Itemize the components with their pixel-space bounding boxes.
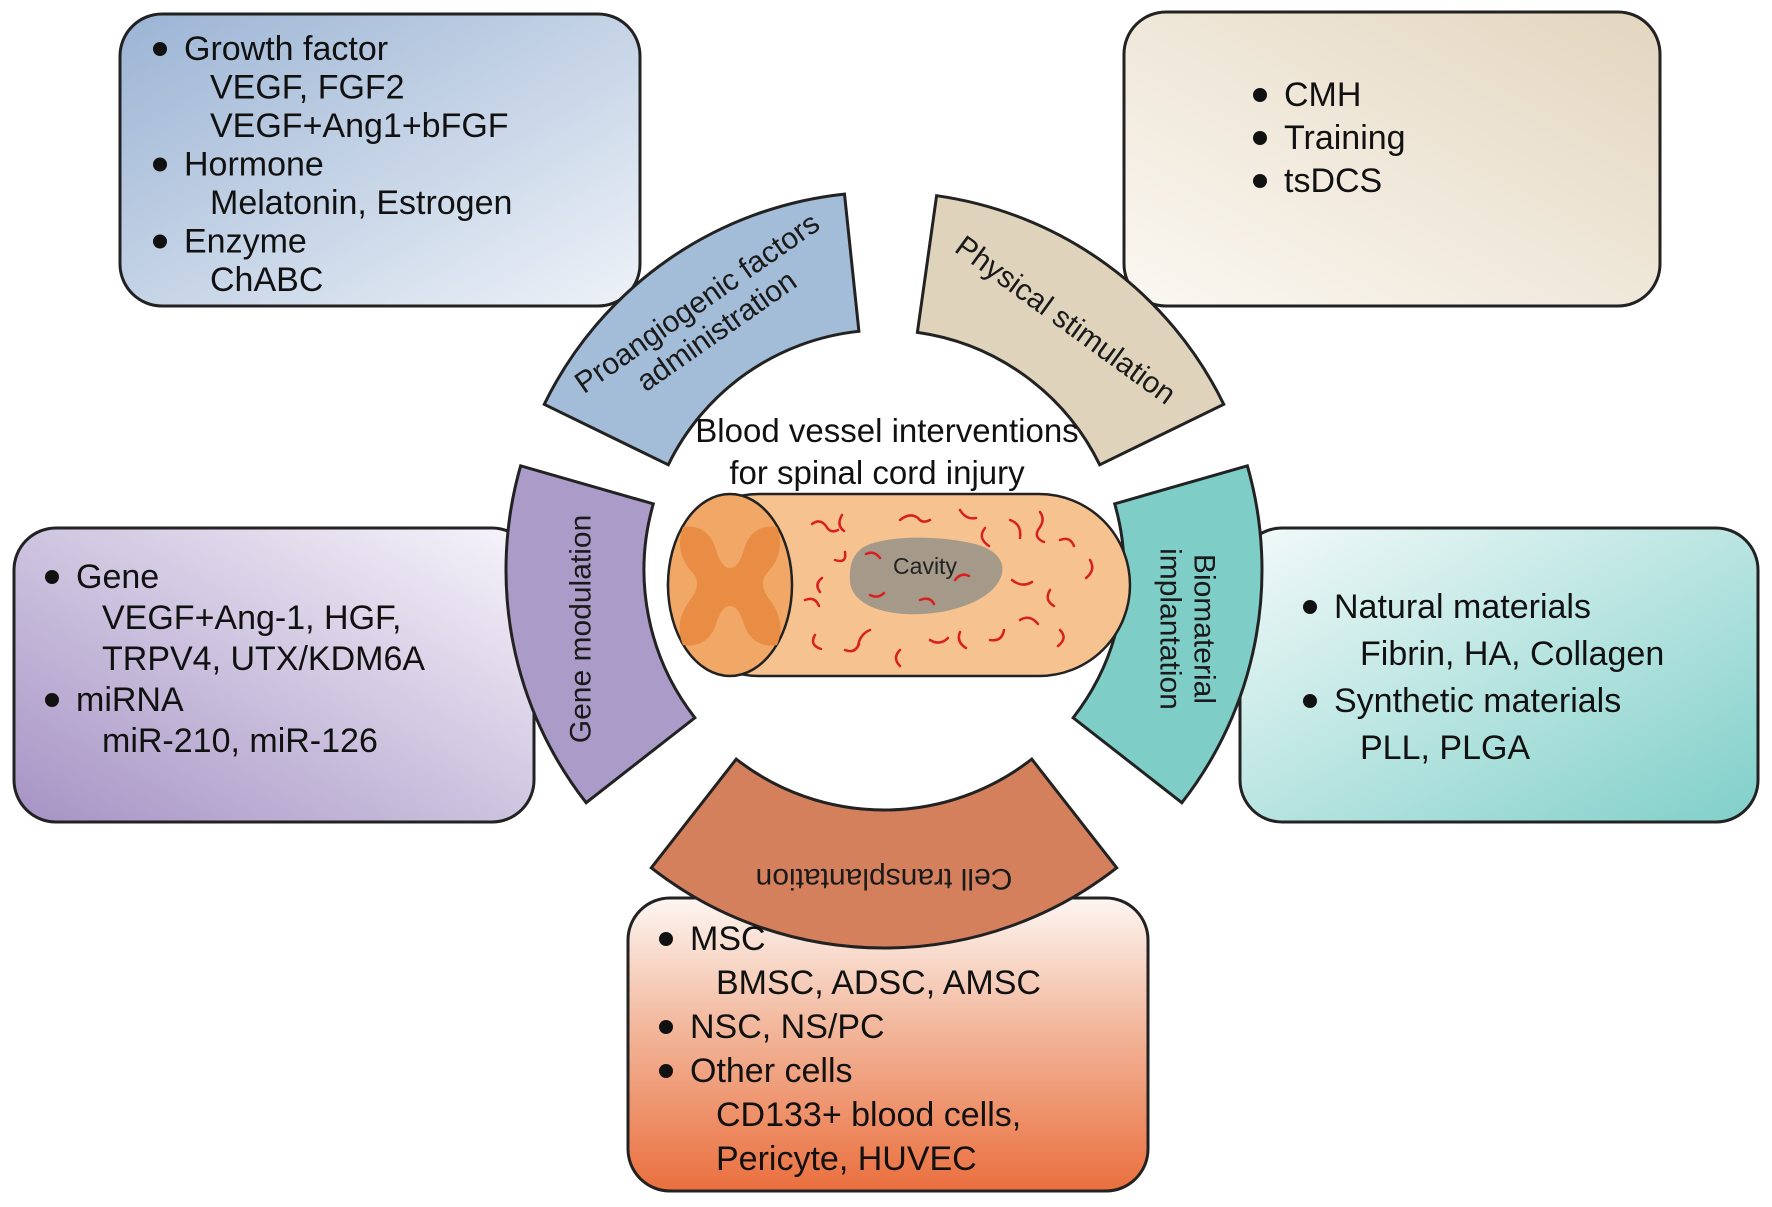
blood-vessel: [953, 573, 971, 582]
proangiogenic-box-line: Hormone: [184, 146, 324, 184]
blood-vessel: [1084, 558, 1094, 580]
cavity: [849, 537, 1003, 615]
biomaterial-bullet: [1303, 694, 1317, 708]
gene-bullet: [45, 693, 59, 707]
cell-box-line: CD133+ blood cells,: [716, 1096, 1021, 1134]
proangiogenic-box-line: Melatonin, Estrogen: [210, 184, 512, 222]
blood-vessel: [868, 591, 886, 598]
blood-vessels: [803, 508, 1094, 668]
blood-vessel: [838, 513, 846, 533]
cell-box-line: BMSC, ADSC, AMSC: [716, 964, 1041, 1002]
proangiogenic-box-line: Enzyme: [184, 223, 307, 261]
gene-segment: [504, 463, 697, 805]
biomaterial-bullet: [1303, 600, 1317, 614]
blood-vessel: [1018, 616, 1040, 626]
cell-box-line: MSC: [690, 920, 766, 958]
blood-vessel: [958, 508, 978, 520]
blood-vessel: [1010, 578, 1034, 586]
blood-vessel: [803, 597, 821, 608]
physical-bullet: [1253, 174, 1267, 188]
spinal-cord-illustration: Cavity: [666, 492, 1132, 678]
biomaterial-box-line: Fibrin, HA, Collagen: [1360, 635, 1664, 673]
cell-box-line: Pericyte, HUVEC: [716, 1140, 977, 1178]
physical-box-line: Training: [1284, 119, 1406, 157]
cell-segment: [649, 757, 1119, 950]
proangiogenic-segment: [542, 192, 861, 467]
proangiogenic-bullet: [153, 42, 167, 56]
blood-vessel: [1046, 588, 1056, 608]
cell-bullet: [659, 1064, 673, 1078]
cell-segment-label-line1: Cell transplantation: [756, 862, 1013, 895]
gene-box-line: miRNA: [76, 681, 184, 719]
gene-segment-label: Gene modulation: [565, 515, 598, 744]
blood-vessel: [894, 648, 902, 668]
blood-vessel: [918, 597, 936, 606]
blood-vessel: [810, 520, 840, 533]
blood-vessel: [1058, 537, 1076, 548]
gene-box-line: VEGF+Ang-1, HGF,: [102, 599, 402, 637]
cell-bullet: [659, 932, 673, 946]
blood-vessel: [1056, 628, 1065, 648]
physical-bullet: [1253, 131, 1267, 145]
blood-vessel: [811, 633, 823, 651]
proangiogenic-box-line: Growth factor: [184, 30, 388, 68]
gene-box-line: Gene: [76, 558, 159, 596]
blood-vessel: [864, 551, 882, 560]
blood-vessel: [898, 514, 932, 523]
biomaterial-box-line: PLL, PLGA: [1360, 729, 1530, 767]
proangiogenic-bullet: [153, 234, 167, 249]
biomaterial-box: [1238, 526, 1760, 824]
gene-box-line: miR-210, miR-126: [102, 722, 378, 760]
physical-box-line: tsDCS: [1284, 162, 1382, 200]
blood-vessel: [957, 630, 968, 650]
cell-segment-label: Cell transplantation: [756, 862, 1013, 895]
biomaterial-segment-label-line1: Biomaterial: [1187, 554, 1220, 704]
center-title-line2: for spinal cord injury: [729, 454, 1025, 491]
cell-box-line: Other cells: [690, 1052, 853, 1090]
physical-segment: [915, 193, 1226, 467]
center-title-line1: Blood vessel interventions: [695, 412, 1078, 449]
gene-segment-label-line1: Gene modulation: [565, 515, 598, 744]
blood-vessel: [1008, 518, 1022, 540]
blood-vessel: [980, 526, 991, 548]
proangiogenic-box-line: ChABC: [210, 261, 323, 299]
blood-vessel: [833, 550, 847, 563]
blood-vessel: [988, 628, 1006, 642]
grey-matter-butterfly: [679, 526, 781, 646]
gene-bullet: [45, 570, 59, 584]
proangiogenic-box-line: VEGF, FGF2: [210, 69, 405, 107]
biomaterial-box-line: Natural materials: [1334, 588, 1591, 626]
cell-bullet: [659, 1020, 673, 1034]
physical-bullet: [1253, 88, 1267, 102]
physical-box: [1122, 10, 1662, 308]
cell-box-line: NSC, NS/PC: [690, 1008, 885, 1046]
gene-box-line: TRPV4, UTX/KDM6A: [102, 640, 425, 678]
biomaterial-box-line: Synthetic materials: [1334, 682, 1621, 720]
biomaterial-segment-label-line2: implantation: [1153, 548, 1186, 710]
physical-box-line: CMH: [1284, 76, 1361, 114]
proangiogenic-box: [118, 12, 642, 308]
blood-vessel: [928, 636, 950, 644]
blood-vessel: [1035, 510, 1046, 544]
blood-vessel: [843, 642, 861, 653]
proangiogenic-bullet: [153, 157, 167, 172]
blood-vessel: [816, 576, 824, 594]
proangiogenic-box-line: VEGF+Ang1+bFGF: [210, 107, 509, 145]
cavity-label: Cavity: [893, 553, 957, 579]
